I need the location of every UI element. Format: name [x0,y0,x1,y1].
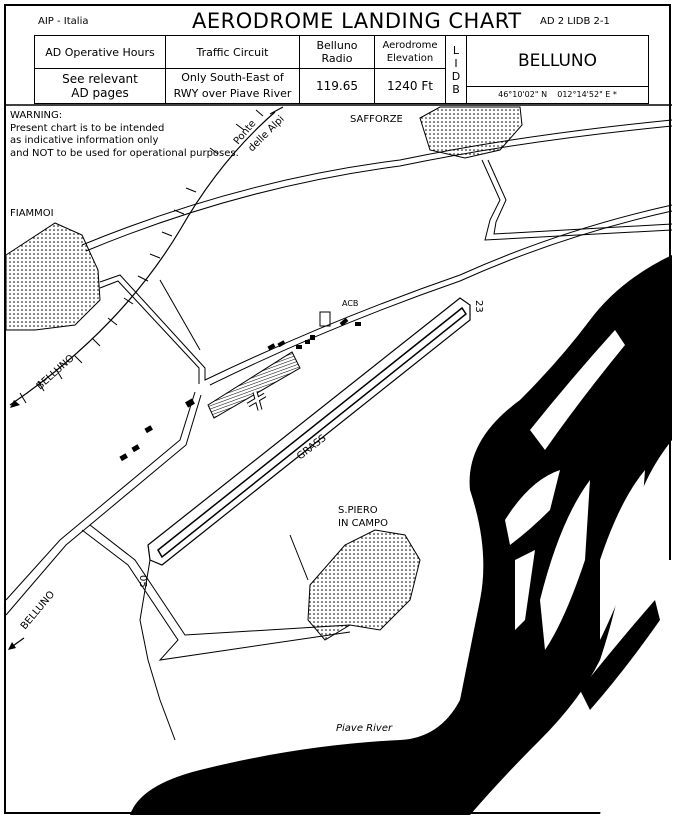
buildings [119,317,361,462]
label-rwy-23: 23 [473,300,484,313]
arrow-belluno-south-icon [8,642,16,650]
fiammoi-village [5,222,101,331]
railway [9,111,276,406]
publisher-label: AIP - Italia [38,16,89,27]
piave-river [130,255,672,815]
runway-05-23 [147,297,471,566]
longitude: 012°14'52" E * [557,90,617,99]
aerodrome-name: BELLUNO [467,37,648,87]
apron-hatched [207,351,301,419]
coordinates: 46°10'02" N 012°14'52" E * [468,87,648,103]
aerodrome-info-table: AD Operative Hours Traffic Circuit Bellu… [34,35,649,104]
label-rwy-05: 05 [137,575,148,588]
traffic-circuit-label: Traffic Circuit [165,35,300,69]
label-belluno-north: BELLUNO [35,353,77,392]
radio-frequency: 119.65 [299,68,375,104]
roads [5,119,673,741]
control-tower-icon [319,311,331,327]
railway-ties [19,109,264,404]
safforze-village [419,106,523,159]
label-safforze: SAFFORZE [350,114,403,125]
label-fiammoi: FIAMMOI [10,208,54,219]
warning-notice: WARNING: Present chart is to be intended… [10,110,239,159]
aerodrome-cell: BELLUNO 46°10'02" N 012°14'52" E * [466,35,649,104]
chart-title: AERODROME LANDING CHART [192,9,522,33]
label-belluno-south: BELLUNO [19,589,57,632]
label-piave-river-1: Piave River [336,723,393,734]
label-s-piero: S.PIERO [338,505,378,516]
latitude: 46°10'02" N [498,90,548,99]
s-piero-village [307,529,421,641]
chart-reference: AD 2 LIDB 2-1 [540,16,610,27]
label-acb: ACB [342,299,358,308]
label-in-campo: IN CAMPO [338,518,388,529]
operative-hours-label: AD Operative Hours [34,35,166,69]
elevation-value: 1240 Ft [374,68,446,104]
arrow-belluno-north-icon [10,400,20,408]
